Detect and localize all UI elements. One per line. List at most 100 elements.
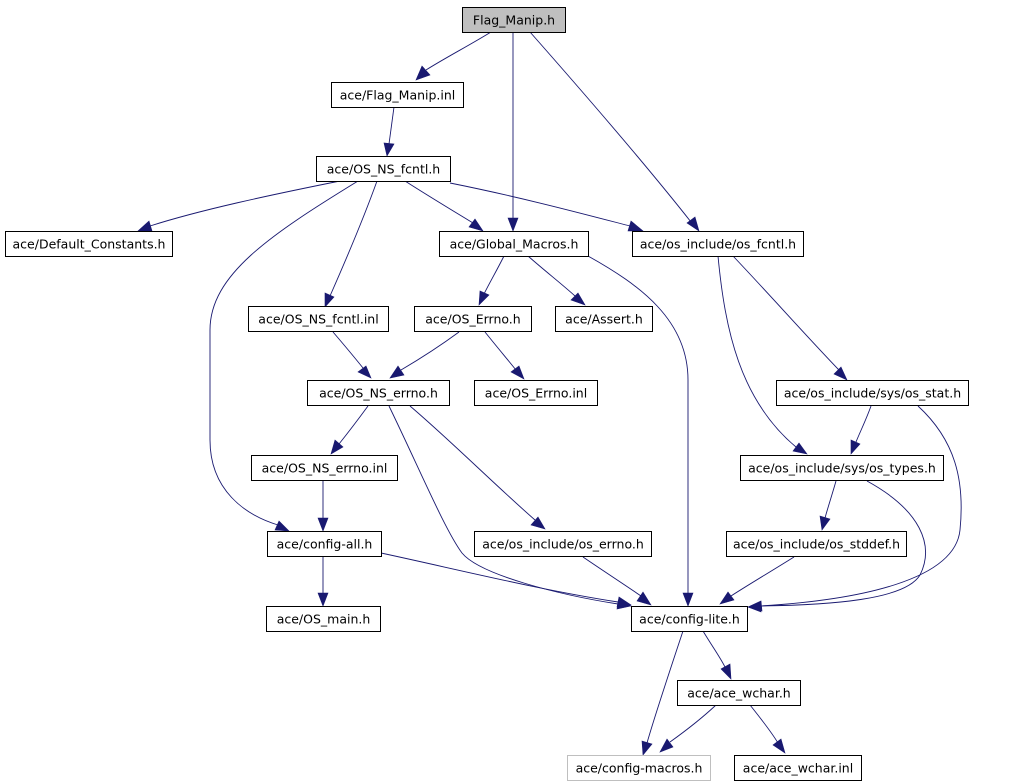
node-default-constants-h[interactable]: ace/Default_Constants.h — [5, 231, 173, 257]
arrowhead — [137, 220, 153, 232]
node-os-stddef-h[interactable]: ace/os_include/os_stddef.h — [726, 531, 907, 557]
node-box — [726, 531, 907, 557]
arrowhead — [627, 220, 644, 232]
arrowhead — [510, 365, 525, 380]
edge-os-ns-fcntl-h-to-default-constants-h — [149, 180, 341, 227]
arrowhead — [641, 740, 653, 756]
edge-os-ns-fcntl-h-to-os-fcntl-h — [449, 182, 631, 227]
node-flag-manip-h[interactable]: Flag_Manip.h — [462, 7, 566, 33]
node-os-types-h[interactable]: ace/os_include/sys/os_types.h — [740, 455, 944, 481]
node-box — [439, 231, 589, 257]
arrowhead — [330, 439, 344, 455]
edge-global-macros-h-to-os-errno-h-cap — [483, 255, 505, 295]
edge-flag-manip-h-to-os-fcntl-h — [529, 31, 692, 223]
node-box — [248, 306, 389, 332]
arrowhead — [833, 366, 848, 381]
edge-os-ns-errno-h-to-config-lite-h — [388, 405, 619, 605]
arrowhead — [317, 517, 329, 532]
arrowhead — [415, 65, 431, 81]
edge-os-errno-h-to-config-lite-h — [582, 556, 642, 597]
node-label: ace/os_include/sys/os_stat.h — [784, 386, 961, 401]
node-os-ns-errno-inl[interactable]: ace/OS_NS_errno.inl — [251, 455, 398, 481]
arrowhead — [478, 290, 490, 306]
node-os-errno-inl-cap[interactable]: ace/OS_Errno.inl — [474, 380, 598, 406]
node-label: ace/OS_NS_errno.h — [319, 386, 438, 401]
edge-ace-wchar-h-to-config-macros-h — [669, 704, 717, 743]
edge-os-ns-fcntl-h-to-os-ns-fcntl-inl — [329, 180, 378, 297]
node-os-stat-h[interactable]: ace/os_include/sys/os_stat.h — [776, 380, 969, 406]
edge-os-fcntl-h-to-os-types-h — [717, 255, 797, 448]
node-label: ace/Global_Macros.h — [450, 237, 579, 252]
node-label: ace/os_include/os_stddef.h — [733, 537, 900, 552]
node-ace-wchar-inl[interactable]: ace/ace_wchar.inl — [734, 755, 862, 781]
node-os-errno-h-cap[interactable]: ace/OS_Errno.h — [414, 306, 532, 332]
node-ace-wchar-h[interactable]: ace/ace_wchar.h — [677, 680, 801, 706]
node-label: Flag_Manip.h — [473, 13, 555, 28]
node-label: ace/os_include/sys/os_types.h — [748, 461, 936, 476]
node-label: ace/Assert.h — [565, 312, 643, 327]
node-box — [266, 606, 381, 632]
edge-ace-wchar-h-to-ace-wchar-inl — [749, 704, 779, 744]
node-label: ace/OS_Errno.inl — [485, 386, 587, 401]
node-box — [740, 455, 944, 481]
node-label: ace/os_include/os_fcntl.h — [640, 237, 796, 252]
edge-flag-manip-inl-to-os-ns-fcntl-h — [388, 106, 395, 145]
node-label: ace/config-macros.h — [576, 761, 703, 776]
node-flag-manip-inl[interactable]: ace/Flag_Manip.inl — [331, 82, 464, 108]
edge-os-stat-h-to-os-types-h — [855, 405, 872, 443]
arrowhead — [686, 216, 700, 232]
edges — [137, 31, 962, 756]
node-box — [251, 455, 398, 481]
node-box — [677, 680, 801, 706]
edge-flag-manip-h-to-flag-manip-inl — [425, 31, 492, 71]
node-assert-h[interactable]: ace/Assert.h — [555, 306, 653, 332]
edge-os-ns-fcntl-h-to-config-all-h — [209, 180, 359, 526]
arrowhead — [659, 738, 674, 753]
node-config-macros-h[interactable]: ace/config-macros.h — [567, 755, 711, 781]
arrowhead — [719, 591, 735, 605]
node-box — [632, 231, 804, 257]
node-os-ns-fcntl-h[interactable]: ace/OS_NS_fcntl.h — [316, 156, 451, 182]
node-label: ace/ace_wchar.h — [687, 686, 790, 701]
node-label: ace/Flag_Manip.inl — [340, 88, 456, 103]
node-label: ace/ace_wchar.inl — [743, 761, 853, 776]
arrowhead — [468, 218, 484, 232]
node-box — [776, 380, 969, 406]
edge-os-errno-h-cap-to-os-ns-errno-h — [400, 331, 460, 371]
node-box — [462, 7, 566, 33]
arrowhead — [357, 365, 372, 379]
node-label: ace/OS_NS_errno.inl — [262, 461, 388, 476]
edge-os-stat-h-to-config-lite-h — [759, 405, 962, 607]
arrowhead — [819, 515, 831, 531]
node-config-lite-h[interactable]: ace/config-lite.h — [631, 606, 748, 632]
node-os-ns-fcntl-inl[interactable]: ace/OS_NS_fcntl.inl — [248, 306, 389, 332]
edge-global-macros-h-to-config-lite-h — [587, 255, 689, 595]
node-label: ace/Default_Constants.h — [13, 237, 166, 252]
edge-os-types-h-to-os-stddef-h — [824, 480, 837, 519]
edge-os-ns-errno-h-to-os-ns-errno-inl — [338, 405, 369, 445]
arrowhead — [383, 142, 395, 157]
node-config-all-h[interactable]: ace/config-all.h — [267, 531, 382, 557]
arrowhead — [507, 217, 519, 232]
node-global-macros-h[interactable]: ace/Global_Macros.h — [439, 231, 589, 257]
node-box — [414, 306, 532, 332]
node-os-main-h[interactable]: ace/OS_main.h — [266, 606, 381, 632]
node-label: ace/OS_Errno.h — [425, 312, 520, 327]
arrowhead — [317, 592, 329, 607]
edge-os-errno-h-cap-to-os-errno-inl-cap — [484, 331, 517, 371]
arrowhead — [274, 520, 290, 532]
node-box — [631, 606, 748, 632]
edge-config-lite-h-to-ace-wchar-h — [702, 630, 726, 668]
arrowhead — [747, 601, 762, 613]
node-box — [316, 156, 451, 182]
arrowhead — [792, 442, 808, 455]
node-box — [555, 306, 653, 332]
arrowhead — [616, 596, 632, 608]
node-os-fcntl-h[interactable]: ace/os_include/os_fcntl.h — [632, 231, 804, 257]
node-label: ace/OS_NS_fcntl.inl — [258, 312, 378, 327]
node-label: ace/OS_main.h — [277, 612, 371, 627]
node-box — [567, 755, 711, 781]
node-os-ns-errno-h[interactable]: ace/OS_NS_errno.h — [307, 380, 450, 406]
arrowhead — [389, 365, 405, 379]
node-os-errno-h[interactable]: ace/os_include/os_errno.h — [474, 531, 652, 557]
